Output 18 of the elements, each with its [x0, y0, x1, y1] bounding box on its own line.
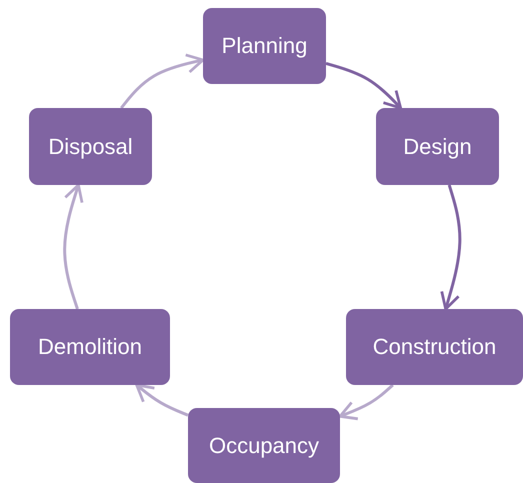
node-label: Occupancy — [208, 432, 320, 458]
process-box — [29, 108, 152, 185]
node-label: Planning — [222, 33, 308, 59]
process-box — [10, 309, 170, 385]
arrow — [338, 384, 394, 420]
arrow — [440, 184, 462, 310]
node-label: Construction — [372, 334, 496, 360]
process-box — [346, 309, 523, 385]
process-box — [376, 108, 499, 185]
node-label: Design — [403, 134, 472, 160]
arrow — [326, 62, 402, 110]
arrow — [120, 54, 204, 109]
arrow — [135, 384, 189, 417]
node-label: Demolition — [38, 334, 142, 360]
process-box — [203, 8, 326, 84]
arrow — [63, 184, 84, 310]
node-label: Disposal — [48, 134, 133, 160]
process-box — [188, 408, 340, 483]
